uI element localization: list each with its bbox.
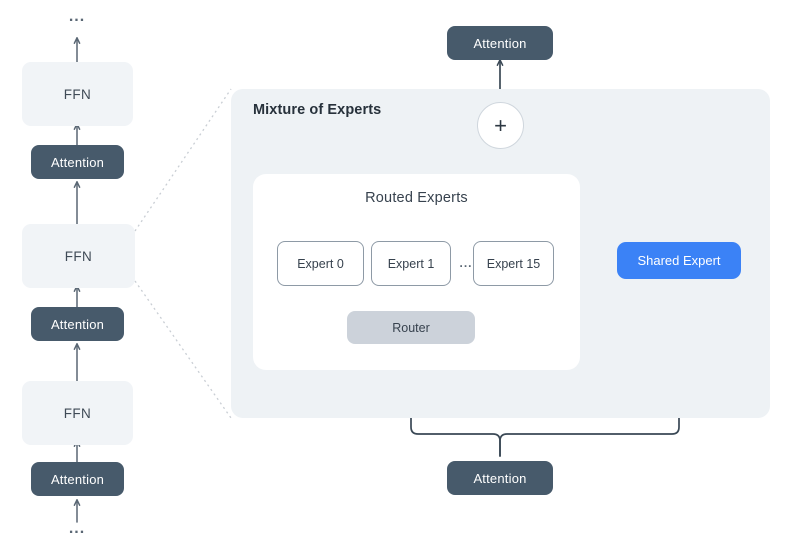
zoom-callout-lines xyxy=(134,88,232,419)
expert-15[interactable]: Expert 15 xyxy=(473,241,554,286)
ffn-block-top[interactable]: FFN xyxy=(22,62,133,126)
stack-top-ellipsis: ... xyxy=(68,8,86,25)
expert-0[interactable]: Expert 0 xyxy=(277,241,364,286)
stack-bottom-ellipsis: ... xyxy=(68,520,86,537)
attention-block-bottom[interactable]: Attention xyxy=(31,462,124,496)
attention-output-block[interactable]: Attention xyxy=(447,26,553,60)
shared-expert-block[interactable]: Shared Expert xyxy=(617,242,741,279)
ffn-block-middle[interactable]: FFN xyxy=(22,224,135,288)
attention-block-middle[interactable]: Attention xyxy=(31,307,124,341)
ffn-block-bottom[interactable]: FFN xyxy=(22,381,133,445)
expert-1[interactable]: Expert 1 xyxy=(371,241,451,286)
sum-node[interactable]: + xyxy=(477,102,524,149)
attention-input-block[interactable]: Attention xyxy=(447,461,553,495)
experts-ellipsis: ... xyxy=(459,256,473,270)
attention-block-top[interactable]: Attention xyxy=(31,145,124,179)
mixture-of-experts-title: Mixture of Experts xyxy=(253,102,382,118)
routed-experts-title: Routed Experts xyxy=(365,190,468,206)
router-block[interactable]: Router xyxy=(347,311,475,344)
